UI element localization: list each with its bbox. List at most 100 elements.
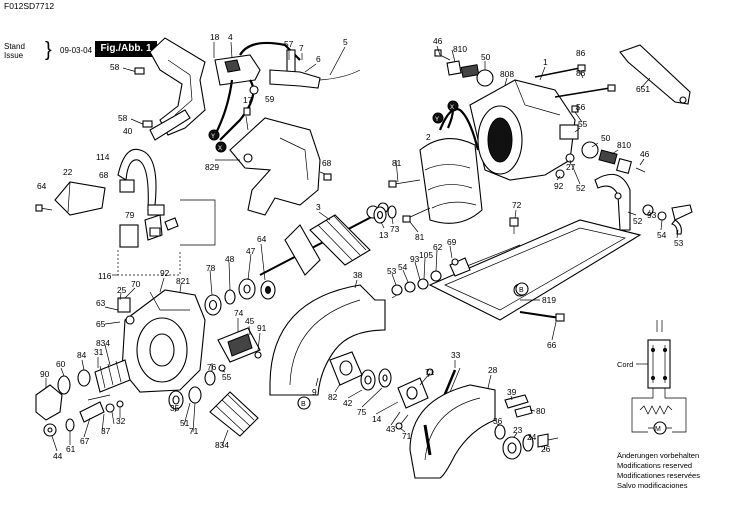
- part-label: 92: [554, 181, 564, 191]
- wrench-651: [619, 44, 691, 105]
- part-label: 834: [215, 440, 229, 450]
- part-label: 70: [131, 279, 141, 289]
- part-label: 57: [284, 39, 294, 49]
- part-label: 52: [633, 216, 643, 226]
- part-label: 28: [488, 365, 498, 375]
- part-label: 50: [481, 52, 491, 62]
- wiring-schematic: M: [631, 320, 687, 435]
- washer-60: [57, 375, 71, 395]
- gear-84: [77, 369, 91, 387]
- part-label: 2: [426, 132, 431, 142]
- marker-b-base-text: B: [519, 287, 524, 294]
- gear-housing-821: [121, 289, 206, 393]
- part-label: 37: [101, 426, 111, 436]
- part-label: 43: [386, 424, 396, 434]
- part-label: 72: [512, 200, 522, 210]
- part-label: 42: [343, 398, 353, 408]
- screw-71-a: [419, 368, 434, 386]
- part-label: 18: [210, 32, 220, 42]
- blade-flange-82: [329, 351, 363, 386]
- washer-92: [555, 153, 575, 179]
- screw-86-a: [534, 64, 586, 78]
- part-label: 32: [116, 416, 126, 426]
- screw-81-b: [402, 207, 431, 223]
- part-label: 24: [527, 432, 537, 442]
- part-label: 63: [96, 298, 106, 308]
- part-label: 46: [433, 36, 443, 46]
- part-label: 5: [343, 37, 348, 47]
- part-label: 91: [257, 323, 267, 333]
- issue-label: Issue: [4, 51, 24, 60]
- part-label: 65: [96, 319, 106, 329]
- part-label: 80: [536, 406, 546, 416]
- part-label: 651: [636, 84, 650, 94]
- part-label: 25: [117, 285, 127, 295]
- bearing-housing-14: [397, 377, 429, 409]
- marker-b-guard-text: B: [301, 401, 306, 408]
- part-label: 52: [576, 183, 586, 193]
- part-label: 114: [96, 152, 110, 162]
- part-label: 75: [357, 407, 367, 417]
- part-label: 69: [447, 237, 457, 247]
- part-label: 82: [328, 392, 338, 402]
- part-label: 84: [77, 350, 87, 360]
- part-label: 67: [80, 436, 90, 446]
- part-label: 1: [543, 57, 548, 67]
- part-label: 48: [225, 254, 235, 264]
- notice-line: Änderungen vorbehalten: [617, 451, 700, 460]
- washer-73: [387, 205, 397, 219]
- part-label: 808: [500, 69, 514, 79]
- part-label: 6: [316, 54, 321, 64]
- screw-72: [509, 217, 519, 234]
- part-label: 810: [617, 140, 631, 150]
- part-number-labels: 18 4 57 7 5 6 59 58 1 17 58 40 68 829 11…: [37, 32, 684, 461]
- lever-39: [504, 394, 533, 418]
- spindle-834-left: [94, 359, 131, 393]
- screw-71-b: [395, 414, 409, 430]
- marker-b-base: B: [515, 282, 529, 296]
- part-label: 71: [425, 367, 435, 377]
- part-label: 73: [390, 224, 400, 234]
- part-label: 116: [98, 271, 112, 281]
- notice-line: Modifications reserved: [617, 461, 693, 470]
- part-label: 54: [398, 262, 408, 272]
- washer-35: [168, 390, 184, 410]
- part-label: 36: [493, 416, 503, 426]
- part-label: 44: [53, 451, 63, 461]
- part-label: 33: [451, 350, 461, 360]
- marker-b-guard: B: [297, 396, 311, 410]
- brush-holder-top: [434, 49, 494, 87]
- part-label: 93: [647, 210, 657, 220]
- part-label: 53: [674, 238, 684, 248]
- rear-handle-40: [149, 37, 206, 141]
- part-label: 78: [206, 263, 216, 273]
- part-label: 92: [160, 268, 170, 278]
- part-label: 61: [66, 444, 76, 454]
- part-label: 81: [415, 232, 425, 242]
- part-label: 27: [566, 162, 576, 172]
- part-label: 35: [170, 403, 180, 413]
- cover-plate-22: [54, 181, 106, 216]
- part-label: 45: [245, 316, 255, 326]
- part-label: 105: [419, 250, 433, 260]
- notice-line: Salvo modificaciones: [617, 481, 688, 490]
- screw-58-top: [122, 67, 145, 75]
- part-label: 74: [234, 308, 244, 318]
- wire-markers-left: Y X: [208, 129, 227, 153]
- knob-90: [35, 384, 63, 421]
- screw-81-a: [388, 179, 421, 188]
- part-label: 51: [180, 418, 190, 428]
- figure-badge: Fig./Abb. 1: [95, 41, 157, 57]
- part-label: 38: [353, 270, 363, 280]
- part-label: 17: [243, 95, 253, 105]
- brush-holder-right: [581, 141, 646, 175]
- switch-79: [119, 199, 216, 248]
- switch-wiring-4: [214, 41, 361, 141]
- assembly-bracket-116: [112, 250, 181, 276]
- screw-68: [319, 171, 332, 181]
- washer-36: [494, 424, 506, 440]
- brace-glyph: }: [45, 39, 52, 61]
- part-label: 46: [640, 149, 650, 159]
